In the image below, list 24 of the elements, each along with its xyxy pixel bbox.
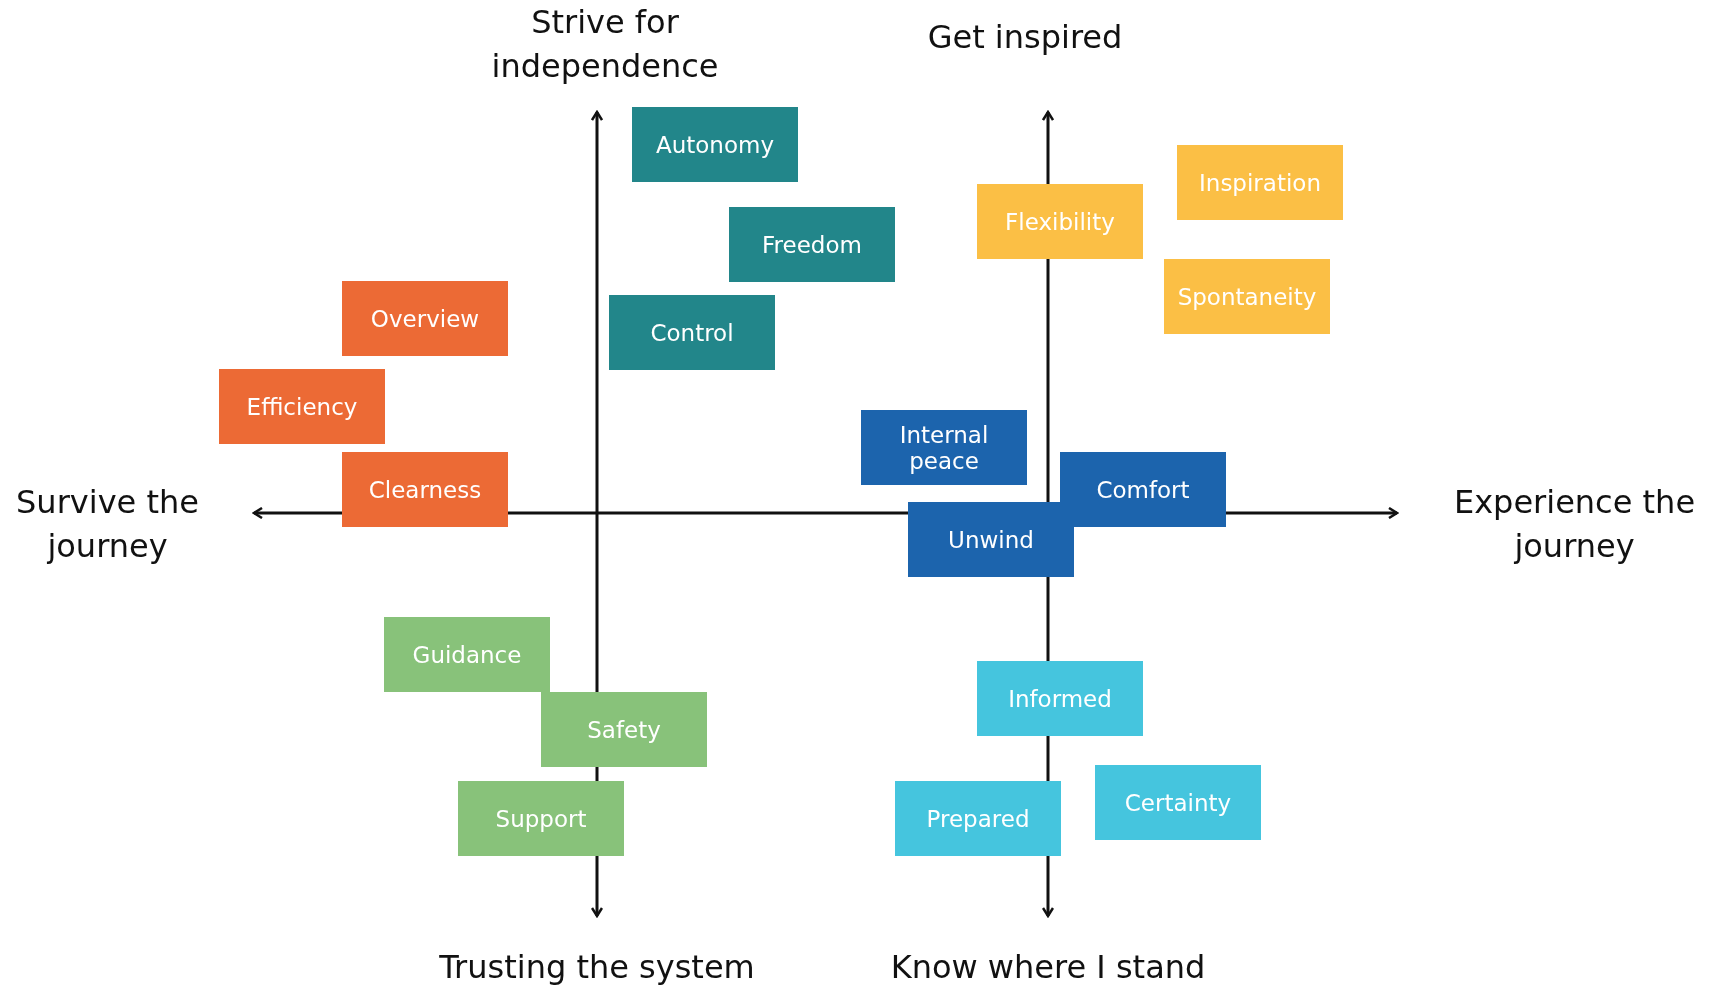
- axis-label: Survive the journey: [15, 482, 200, 567]
- value-card: Guidance: [384, 617, 550, 692]
- value-card: Comfort: [1060, 452, 1226, 527]
- value-card: Certainty: [1095, 765, 1261, 840]
- value-card: Control: [609, 295, 775, 370]
- value-card: Safety: [541, 692, 707, 767]
- value-card: Autonomy: [632, 107, 798, 182]
- axis-label: Get inspired: [926, 17, 1124, 58]
- axis-label: Strive for independence: [490, 2, 720, 87]
- value-card: Informed: [977, 661, 1143, 736]
- value-card: Support: [458, 781, 624, 856]
- value-card: Overview: [342, 281, 508, 356]
- value-card: Internal peace: [861, 410, 1027, 485]
- value-card: Inspiration: [1177, 145, 1343, 220]
- value-card: Efficiency: [219, 369, 385, 444]
- value-card: Freedom: [729, 207, 895, 282]
- value-card: Unwind: [908, 502, 1074, 577]
- value-card: Prepared: [895, 781, 1061, 856]
- value-card: Flexibility: [977, 184, 1143, 259]
- value-card: Clearness: [342, 452, 508, 527]
- axis-label: Trusting the system: [438, 947, 756, 988]
- axis-label: Know where I stand: [889, 947, 1207, 988]
- value-card: Spontaneity: [1164, 259, 1330, 334]
- axis-label: Experience the journey: [1452, 482, 1697, 567]
